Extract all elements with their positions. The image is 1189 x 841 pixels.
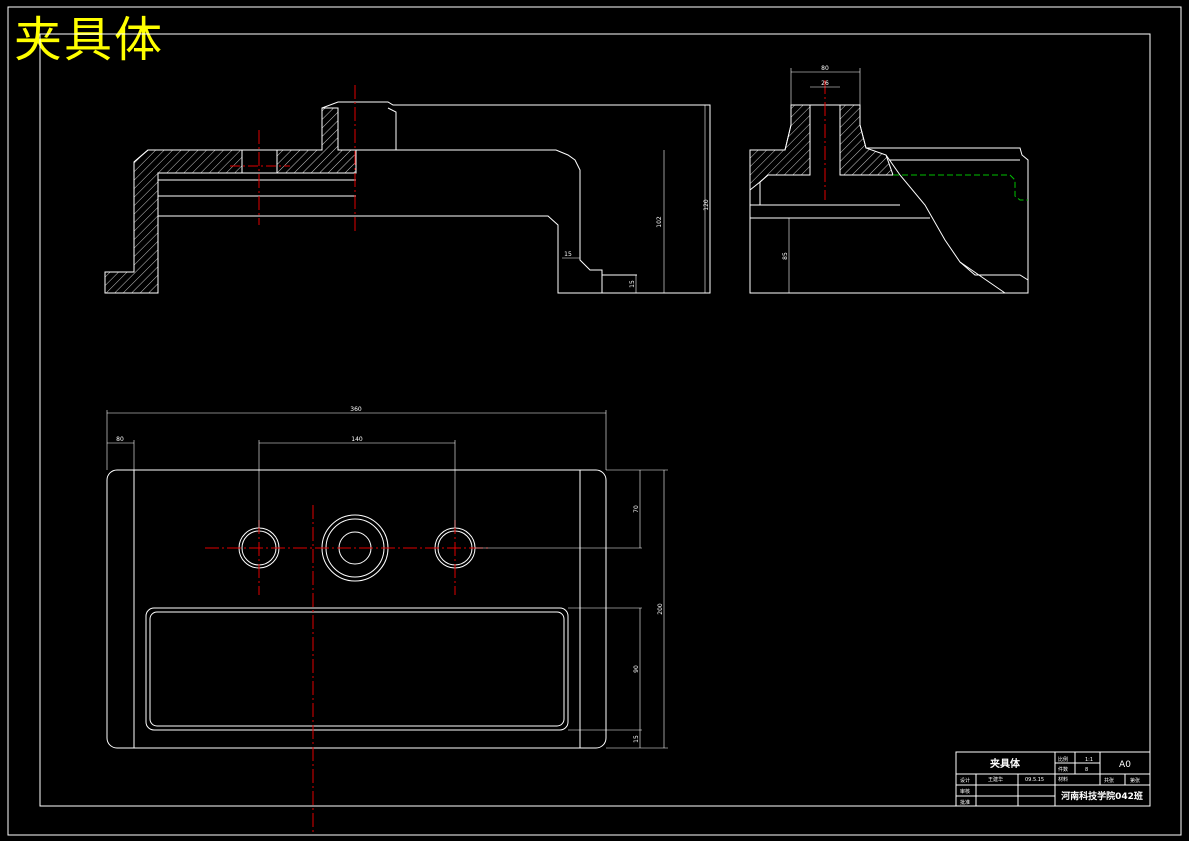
dim-hole-row-offset: 70 [633, 505, 640, 513]
dim-step-10: 15 [629, 280, 636, 288]
dim-step-15: 15 [564, 251, 572, 258]
title-block [955, 751, 1151, 807]
side-section-view [749, 104, 1029, 294]
title-block-drawing-no-label: 共张 [1104, 777, 1114, 784]
outer-frame [7, 6, 1182, 836]
title-block-sheet-label: 第张 [1130, 777, 1140, 784]
dim-side-height: 85 [782, 252, 789, 260]
title-block-part-name: 夹具体 [990, 757, 1021, 770]
inner-frame [39, 33, 1151, 807]
title-block-scale-value: 1:1 [1085, 757, 1093, 763]
dim-plan-height: 200 [657, 603, 664, 615]
dim-right-height-2: 102 [656, 216, 663, 228]
title-block-checker-label: 审核 [960, 788, 970, 795]
dim-plan-left-offset: 80 [116, 436, 124, 443]
title-block-qty-value: 8 [1085, 767, 1088, 773]
drawing-title: 夹具体 [14, 12, 165, 68]
dim-top-width: 80 [821, 65, 829, 72]
plan-view [106, 469, 607, 749]
dim-top-hole: 26 [821, 80, 829, 87]
title-block-designer-label: 设计 [960, 777, 970, 784]
front-section-view [104, 101, 711, 294]
dim-bottom-margin: 15 [633, 735, 640, 743]
dim-hole-spacing: 140 [351, 436, 363, 443]
title-block-designer-name: 王建华 [988, 776, 1003, 783]
title-block-design-date: 09.5.15 [1025, 777, 1044, 783]
title-block-school: 河南科技学院042班 [1061, 790, 1143, 802]
title-block-sheet-size: A0 [1119, 760, 1131, 770]
dim-plan-width: 360 [350, 406, 362, 413]
title-block-material-label: 材料 [1058, 776, 1068, 783]
title-block-qty-label: 件数 [1058, 766, 1068, 773]
title-block-approver-label: 批准 [960, 799, 970, 806]
title-block-scale-label: 比例 [1058, 756, 1068, 763]
dim-right-height-1: 120 [703, 199, 710, 211]
dim-pocket-height: 90 [633, 665, 640, 673]
